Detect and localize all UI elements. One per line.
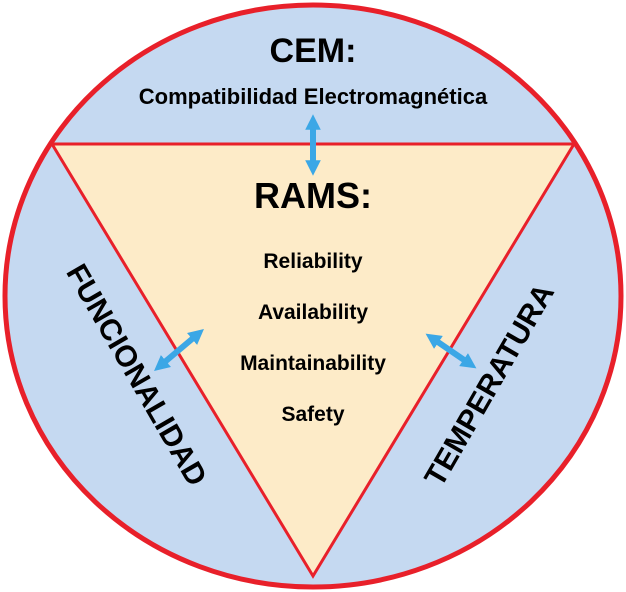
rams-item-maintainability: Maintainability [240, 352, 386, 375]
rams-item-availability: Availability [258, 301, 368, 324]
cem-subtitle: Compatibilidad Electromagnética [139, 84, 488, 109]
rams-item-reliability: Reliability [263, 250, 363, 273]
rams-title: RAMS: [254, 175, 372, 216]
cem-title: CEM: [270, 32, 357, 70]
arrow-temperatura-rams [425, 333, 477, 369]
rams-item-safety: Safety [281, 403, 344, 426]
arrow-funcionalidad-rams [154, 328, 204, 372]
